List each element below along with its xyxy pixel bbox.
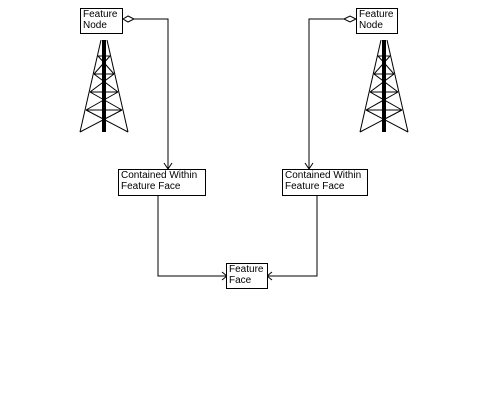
left-contained-line1: Contained Within — [121, 170, 198, 181]
right-feature-node-line1: Feature — [359, 9, 394, 20]
right-feature-node-line2: Node — [359, 20, 383, 31]
right-node-connector — [308, 18, 344, 168]
left-face-connector — [157, 196, 226, 277]
right-contained-line1: Contained Within — [285, 170, 362, 181]
feature-face-line1: Feature — [229, 264, 264, 275]
right-aggregation-diamond — [342, 15, 358, 23]
oil-derrick-icon — [359, 39, 409, 133]
left-node-connector — [134, 18, 169, 168]
left-contained-line2: Feature Face — [121, 181, 181, 192]
right-face-connector — [268, 196, 318, 277]
left-feature-node-line1: Feature — [83, 9, 118, 20]
right-feature-node-box[interactable]: Feature Node — [356, 8, 398, 34]
oil-derrick-icon — [79, 39, 129, 133]
left-contained-within-box[interactable]: Contained Within Feature Face — [118, 169, 206, 196]
connectors — [134, 18, 344, 281]
right-contained-line2: Feature Face — [285, 181, 345, 192]
feature-face-line2: Face — [229, 275, 252, 286]
left-feature-node-line2: Node — [83, 20, 107, 31]
left-aggregation-diamond — [122, 15, 136, 23]
right-contained-within-box[interactable]: Contained Within Feature Face — [282, 169, 368, 196]
left-feature-node-box[interactable]: Feature Node — [80, 8, 123, 34]
feature-face-box[interactable]: Feature Face — [226, 263, 268, 289]
